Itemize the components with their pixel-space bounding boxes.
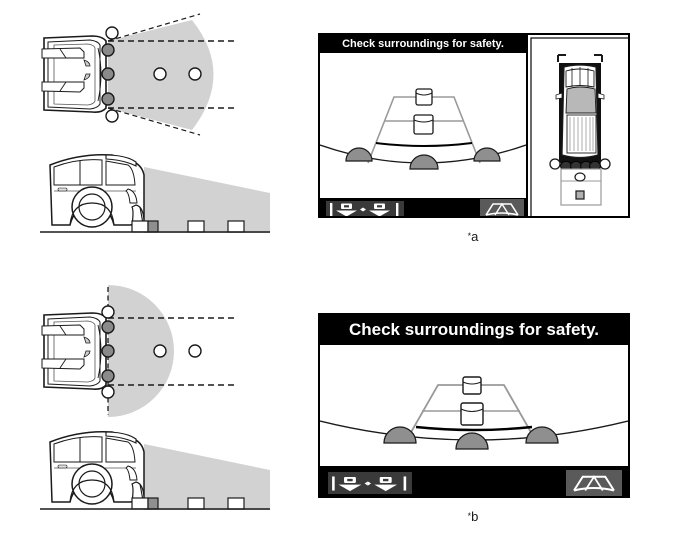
ground-obstacle — [131, 497, 149, 510]
obstacle-bump — [473, 147, 501, 162]
obstacle-bump — [409, 154, 439, 170]
sensor-dot-inactive — [188, 344, 202, 358]
figure-b-header-text: Check surroundings for safety. — [348, 320, 599, 339]
vehicle-side-outline — [49, 430, 145, 507]
ground-obstacle — [227, 220, 245, 233]
dual-sensor-sonar-icon — [330, 203, 399, 216]
sensor-dot-active — [101, 67, 115, 81]
figure-a-header-bar: Check surroundings for safety. — [320, 35, 526, 53]
boundary-dot-lower — [101, 385, 115, 399]
birdseye-sensor-inactive — [549, 158, 561, 170]
figure-b-camera-view — [320, 345, 628, 466]
sensor-dot-active — [101, 320, 115, 334]
sensor-dot-active — [101, 369, 115, 383]
figure-a-birdseye-panel — [526, 35, 628, 216]
figure-b-caption-label: b — [471, 509, 479, 524]
figure-a-camera-view: Check surroundings for safety. — [320, 35, 526, 198]
obstacle-bump — [345, 147, 373, 162]
rear-sensor-coverage-side-view-narrow — [40, 145, 270, 250]
sonar-toggle-button[interactable] — [326, 201, 404, 216]
parking-guide-button[interactable] — [566, 470, 622, 496]
boundary-dot-upper — [101, 305, 115, 319]
ground-obstacle-detected — [147, 220, 159, 233]
detection-zone-fill-side — [144, 167, 270, 233]
dual-sensor-sonar-icon — [332, 475, 407, 491]
parking-guide-arc-icon — [573, 475, 615, 492]
rear-sensor-coverage-plan-view-narrow — [40, 8, 270, 140]
obstacle-bump — [455, 432, 489, 450]
cylinder-marker — [413, 114, 434, 135]
figure-a-caption-label: a — [471, 229, 479, 244]
vehicle-plan-outline — [41, 312, 107, 390]
sensor-dot-active — [101, 344, 115, 358]
sonar-toggle-button[interactable] — [328, 472, 412, 494]
figure-b-header-bar: Check surroundings for safety. — [320, 315, 628, 345]
obstacle-bump — [383, 426, 417, 444]
figure-a-display: Check surroundings for safety. — [318, 33, 630, 218]
cylinder-marker — [415, 88, 433, 106]
ground-obstacle — [187, 220, 205, 233]
boundary-dot-lower — [105, 109, 119, 123]
ground-obstacle — [227, 497, 245, 510]
parking-guide-arc-icon — [485, 202, 519, 216]
zone-edge-lower — [107, 107, 201, 136]
figure-a-caption-star: * — [467, 231, 472, 241]
ground-obstacle — [131, 220, 149, 233]
sensor-dot-inactive — [153, 344, 167, 358]
parking-guide-button[interactable] — [480, 199, 524, 216]
figure-b-caption: *b — [418, 508, 528, 526]
figure-a-caption: *a — [418, 228, 528, 246]
sensor-dot-active — [101, 43, 115, 57]
birdseye-sensor-inactive — [599, 158, 611, 170]
ground-obstacle-detected — [147, 497, 159, 510]
figure-a-toolbar — [320, 198, 526, 216]
cylinder-marker — [460, 402, 484, 426]
rear-sensor-coverage-plan-view-wide — [40, 285, 270, 417]
boundary-dot-upper — [105, 26, 119, 40]
sensor-dot-inactive — [153, 67, 167, 81]
rear-sensor-coverage-side-view-wide — [40, 422, 270, 527]
figure-b-toolbar — [320, 466, 628, 496]
guide-crossbar-near — [415, 425, 533, 432]
figure-b-display: Check surroundings for safety. — [318, 313, 630, 498]
vehicle-plan-outline — [41, 35, 107, 113]
obstacle-bump — [525, 426, 559, 444]
detection-zone-fill — [108, 285, 174, 417]
birdseye-vehicle — [555, 64, 605, 159]
figure-b-caption-star: * — [467, 511, 472, 521]
guide-crossbar-near — [375, 142, 473, 147]
sensor-dot-inactive — [188, 67, 202, 81]
figure-a-header-text: Check surroundings for safety. — [342, 38, 504, 50]
detection-zone-fill-side — [144, 444, 270, 510]
vehicle-side-outline — [49, 153, 145, 230]
corner-bracket-group — [557, 54, 603, 62]
birdseye-rear-marker — [574, 172, 586, 182]
sensor-dot-active — [101, 92, 115, 106]
cylinder-marker — [462, 376, 482, 395]
birdseye-rear-obstacle — [575, 190, 585, 200]
zone-edge-upper — [107, 13, 201, 42]
ground-obstacle — [187, 497, 205, 510]
